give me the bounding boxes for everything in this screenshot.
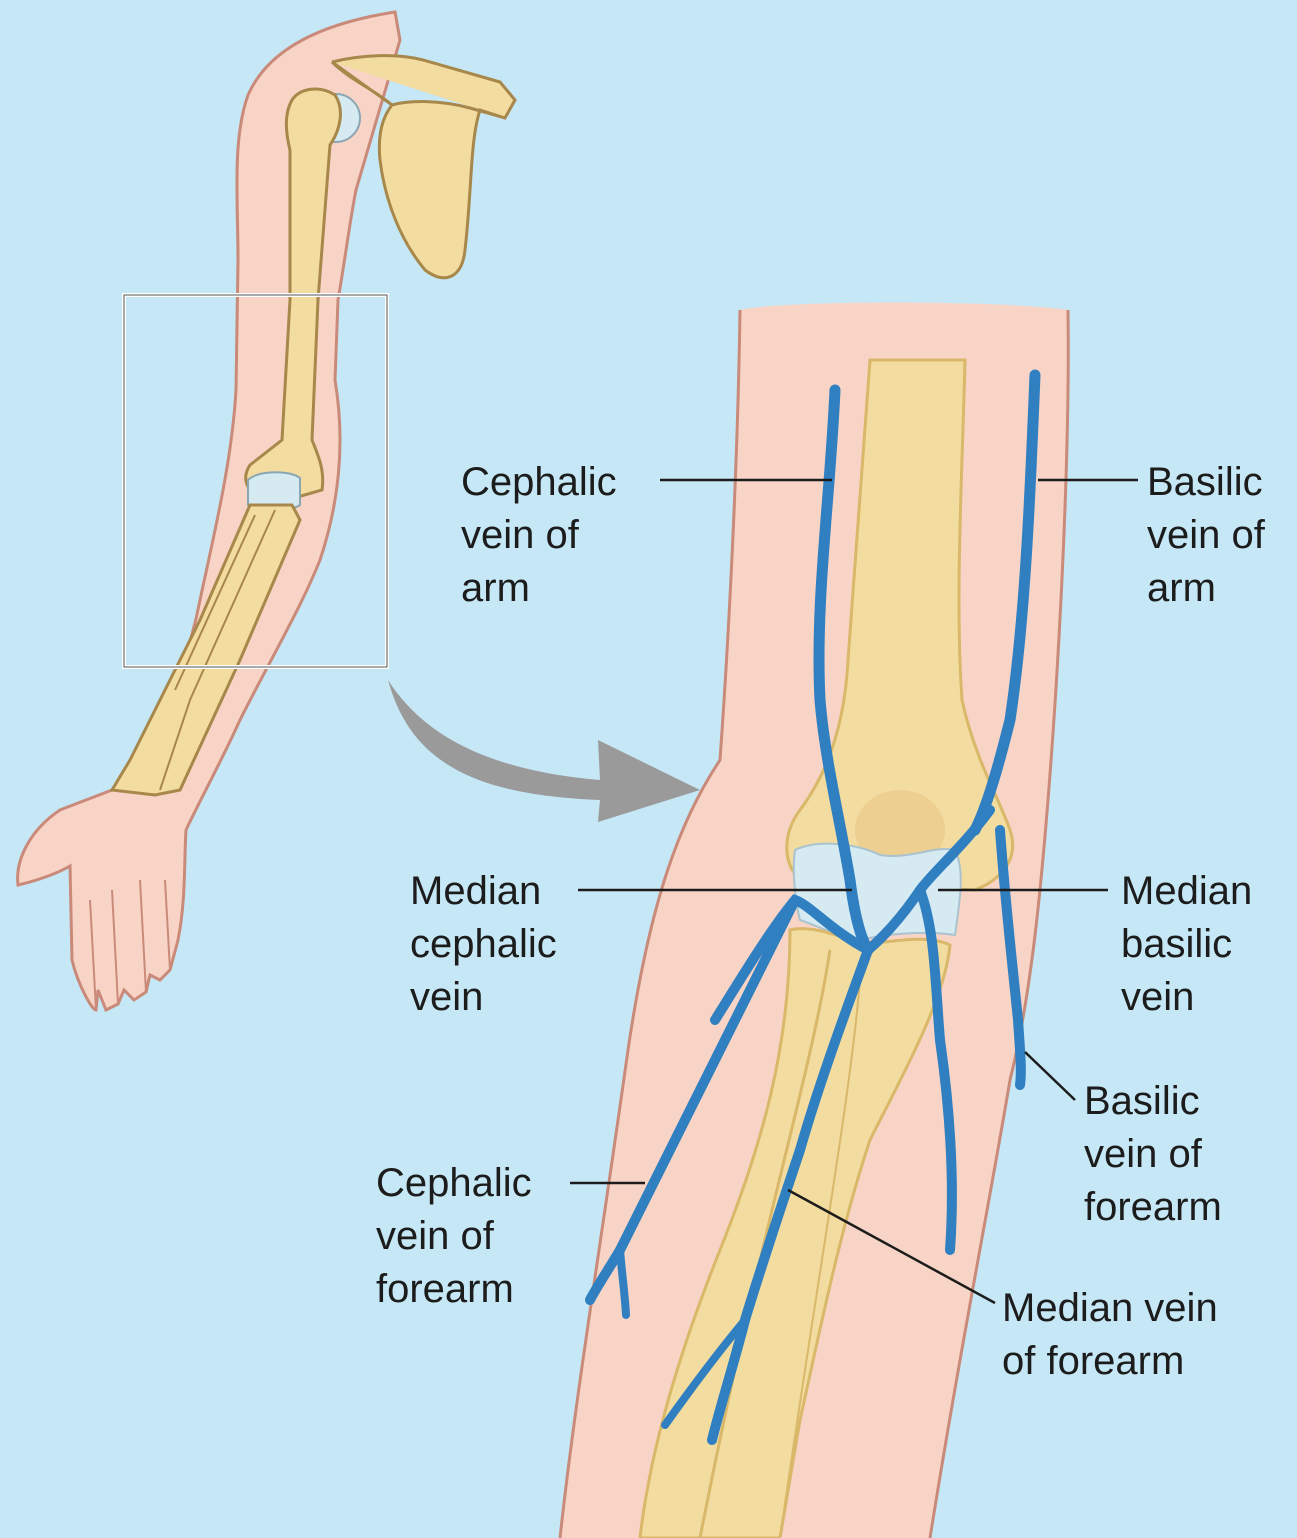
- label-cephalic-vein-of-forearm: Cephalic vein of forearm: [376, 1157, 532, 1316]
- zoom-arrow: [388, 680, 700, 822]
- leader-basilic-forearm: [1025, 1052, 1075, 1100]
- elbow-cartilage-large: [794, 844, 961, 940]
- label-basilic-vein-of-forearm: Basilic vein of forearm: [1084, 1075, 1222, 1234]
- label-basilic-vein-of-arm: Basilic vein of arm: [1147, 456, 1265, 615]
- label-median-cephalic-vein: Median cephalic vein: [410, 865, 557, 1024]
- label-median-vein-of-forearm: Median vein of forearm: [1002, 1282, 1218, 1388]
- elbow-detail-figure: [560, 303, 1068, 1538]
- label-median-basilic-vein: Median basilic vein: [1121, 865, 1252, 1024]
- label-cephalic-vein-of-arm: Cephalic vein of arm: [461, 456, 617, 615]
- arm-skin: [18, 12, 400, 1010]
- whole-arm-figure: [18, 12, 515, 1010]
